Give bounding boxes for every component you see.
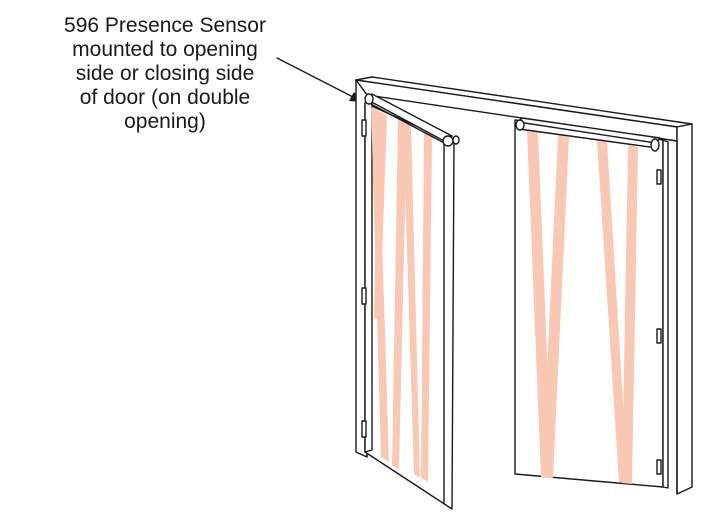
right-door-sensor-beams bbox=[527, 131, 638, 484]
right-presence-sensor bbox=[515, 117, 661, 152]
callout-line-3: side or closing side bbox=[75, 62, 255, 85]
left-door-hinges bbox=[361, 119, 367, 438]
callout-arrow bbox=[276, 57, 362, 102]
left-presence-sensor bbox=[364, 93, 460, 147]
left-door-sensor-beams bbox=[371, 107, 432, 482]
callout-line-4: of door (on double bbox=[79, 86, 251, 109]
callout-line-1: 596 Presence Sensor bbox=[64, 14, 266, 37]
sensor-callout-label: 596 Presence Sensor mounted to opening s… bbox=[0, 14, 330, 134]
callout-line-5: opening) bbox=[124, 110, 206, 133]
right-door-hinges bbox=[656, 169, 662, 475]
door-frame bbox=[355, 76, 693, 495]
callout-line-2: mounted to opening bbox=[72, 38, 258, 61]
